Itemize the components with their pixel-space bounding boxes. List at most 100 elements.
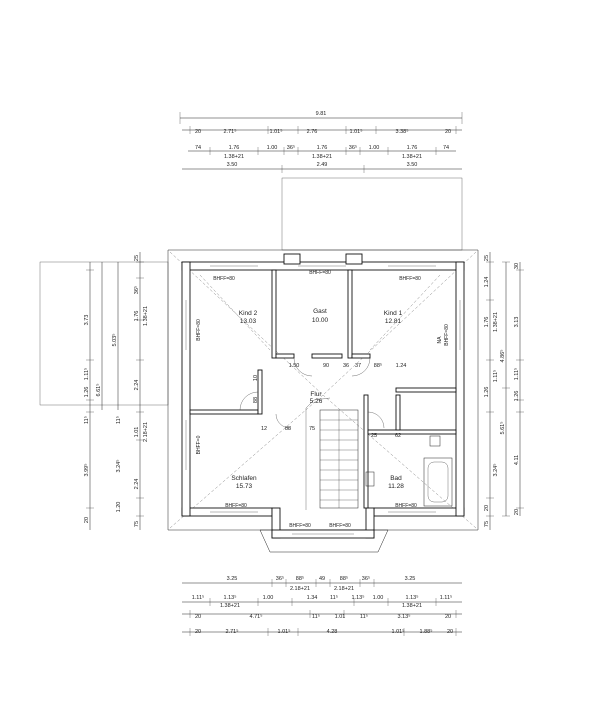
- dimensions-left: 25 3.73 1.11⁵ 1.26 11⁵ 3.99⁵ 20 6.61⁵ 5.…: [83, 252, 149, 530]
- bottom-dim-label: 36⁵: [362, 575, 370, 582]
- top-dim-label: 2.49: [317, 162, 328, 168]
- top-dim-label: 20: [445, 129, 451, 135]
- bottom-dim-label: 2.18+21: [334, 586, 354, 592]
- bottom-dim-label: 88⁵: [296, 575, 304, 582]
- bottom-dim-label: 1.38+21: [402, 603, 422, 609]
- bottom-dim-label: 36⁵: [276, 575, 284, 582]
- window-tag: BHFF=80: [213, 276, 235, 282]
- bottom-dim-label: 1.38+21: [220, 603, 240, 609]
- interior-dim-label: 1.50: [289, 363, 300, 369]
- top-row-ticks: [189, 126, 457, 173]
- top-dim-label: 1.38+21: [402, 154, 422, 160]
- top-dim-label: 74: [443, 145, 449, 151]
- top-dim-label: 2.71⁵: [224, 128, 237, 135]
- room-area-kind2: 13.03: [240, 318, 257, 325]
- top-dim-label: 1.01⁵: [270, 128, 283, 135]
- bottom-dim-label: 20: [445, 614, 451, 620]
- interior-dim-label: 10: [253, 375, 259, 381]
- top-overall-dim: 9.81: [316, 111, 327, 117]
- room-area-bad: 11.28: [388, 483, 404, 490]
- interior-dim-label: 90: [323, 363, 329, 369]
- top-dim-label: 1.38+21: [224, 154, 244, 160]
- bottom-dim-label: 20: [195, 629, 201, 635]
- top-dim-label: 74: [195, 145, 201, 151]
- left-dim-label: 2.24: [134, 380, 140, 391]
- right-dim-label: 20: [484, 505, 490, 511]
- right-dim-label: 1.26: [514, 391, 520, 402]
- bottom-dim-label: 2.71⁵: [226, 628, 239, 635]
- bottom-dim-label: 1.34: [307, 595, 318, 601]
- door-swings: [239, 357, 385, 429]
- left-dim-label: 2.24: [134, 479, 140, 490]
- top-dim-label: 3.50: [407, 162, 418, 168]
- interior-dim-label: 88: [285, 426, 291, 432]
- right-dim-label: 4.86⁵: [499, 350, 506, 363]
- bottom-dim-label: 1.01: [335, 614, 346, 620]
- room-name-schlafen: Schlafen: [231, 475, 257, 482]
- interior-dim-label: 88⁵: [374, 362, 382, 369]
- interior-dim-label: 36: [343, 363, 349, 369]
- window-tag: BHFF=80: [395, 503, 417, 509]
- bottom-dim-label: 4.71⁵: [250, 613, 263, 620]
- left-dim-label: 36⁵: [133, 286, 140, 294]
- staircase: [305, 397, 359, 510]
- window-tag: BHFF=80: [196, 319, 202, 341]
- right-dim-label: 1.24: [484, 277, 490, 288]
- window-tag: NA: [437, 336, 443, 344]
- interior-dim-label: 37: [355, 363, 361, 369]
- bottom-dim-label: 88⁵: [340, 575, 348, 582]
- bottom-dim-label: 1.13⁵: [224, 594, 237, 601]
- interior-dim-label: 62: [395, 433, 401, 439]
- right-col-ticks: [486, 261, 524, 517]
- bottom-dim-label: 11⁵: [312, 613, 320, 620]
- right-dim-label: 25: [484, 255, 490, 261]
- bottom-dim-label: 2.18+21: [290, 586, 310, 592]
- room-labels: Kind 2 13.03 Gast 10.00 Kind 1 12.81 Flu…: [231, 308, 404, 490]
- top-dim-label: 1.00: [267, 145, 278, 151]
- bathroom-fixtures: [365, 435, 453, 507]
- left-dim-label: 3.73: [84, 315, 90, 326]
- left-dim-label: 1.11⁵: [83, 368, 90, 381]
- left-dim-label: 11⁵: [115, 416, 122, 424]
- room-name-kind2: Kind 2: [239, 310, 258, 317]
- interior-dimensions: 1.50 90 36 37 88⁵ 1.24 10 88 12 88 75 25…: [253, 362, 406, 439]
- window-tag: BHFF=80: [289, 523, 311, 529]
- exterior-walls: [181, 253, 465, 539]
- bottom-dim-label: 3.25: [405, 576, 416, 582]
- left-dim-label: 5.03⁵: [111, 334, 118, 347]
- windows: [185, 265, 461, 535]
- right-dim-label: 5.61⁵: [499, 422, 506, 435]
- dimensions-bottom: 3.25 36⁵ 88⁵ 49 88⁵ 36⁵ 3.25 2.18+21 2.1…: [182, 575, 462, 636]
- top-dim-label: 1.01⁵: [350, 128, 363, 135]
- top-dim-label: 1.38+21: [312, 154, 332, 160]
- left-dim-label: 20: [84, 517, 90, 523]
- left-dim-label: 3.24⁵: [115, 460, 122, 473]
- room-name-bad: Bad: [390, 475, 402, 482]
- room-area-kind1: 12.81: [385, 318, 402, 325]
- top-dim-label: 3.38⁵: [396, 128, 409, 135]
- right-dim-label: 1.38+21: [493, 312, 499, 332]
- top-dim-label: 1.76: [229, 145, 240, 151]
- right-dim-label: 1.11⁵: [513, 368, 520, 381]
- left-col-ticks: [86, 261, 144, 517]
- left-dim-label: 1.38+21: [143, 306, 149, 326]
- bottom-dim-label: 1.00: [373, 595, 384, 601]
- room-area-gast: 10.00: [312, 317, 329, 324]
- room-name-gast: Gast: [313, 308, 327, 315]
- left-dim-label: 1.20: [116, 502, 122, 513]
- left-dim-label: 1.76: [134, 311, 140, 322]
- interior-dim-label: 25: [371, 433, 377, 439]
- dimensions-top: 9.81 20 2.71⁵ 1.01⁵ 2.76 1.01⁵ 3.38⁵: [179, 111, 463, 173]
- bottom-dim-label: 4.28: [327, 629, 338, 635]
- room-area-schlafen: 15.73: [236, 483, 253, 490]
- bottom-row-ticks: [189, 579, 457, 636]
- window-tags: BHFF=80 BHFF=80 BHFF=80 BHFF=80 BHFF=80 …: [196, 270, 450, 529]
- left-dim-label: 11⁵: [83, 416, 90, 424]
- window-tag: BHFF=80: [329, 523, 351, 529]
- bottom-dim-label: 1.01⁵: [392, 628, 405, 635]
- left-dim-label: 2.18+21: [143, 422, 149, 442]
- interior-dim-label: 75: [309, 426, 315, 432]
- left-dim-label: 1.26: [84, 387, 90, 398]
- dimensions-right: 25 1.24 1.76 1.38+21 1.11⁵ 1.26 3.24⁵ 20…: [484, 252, 524, 530]
